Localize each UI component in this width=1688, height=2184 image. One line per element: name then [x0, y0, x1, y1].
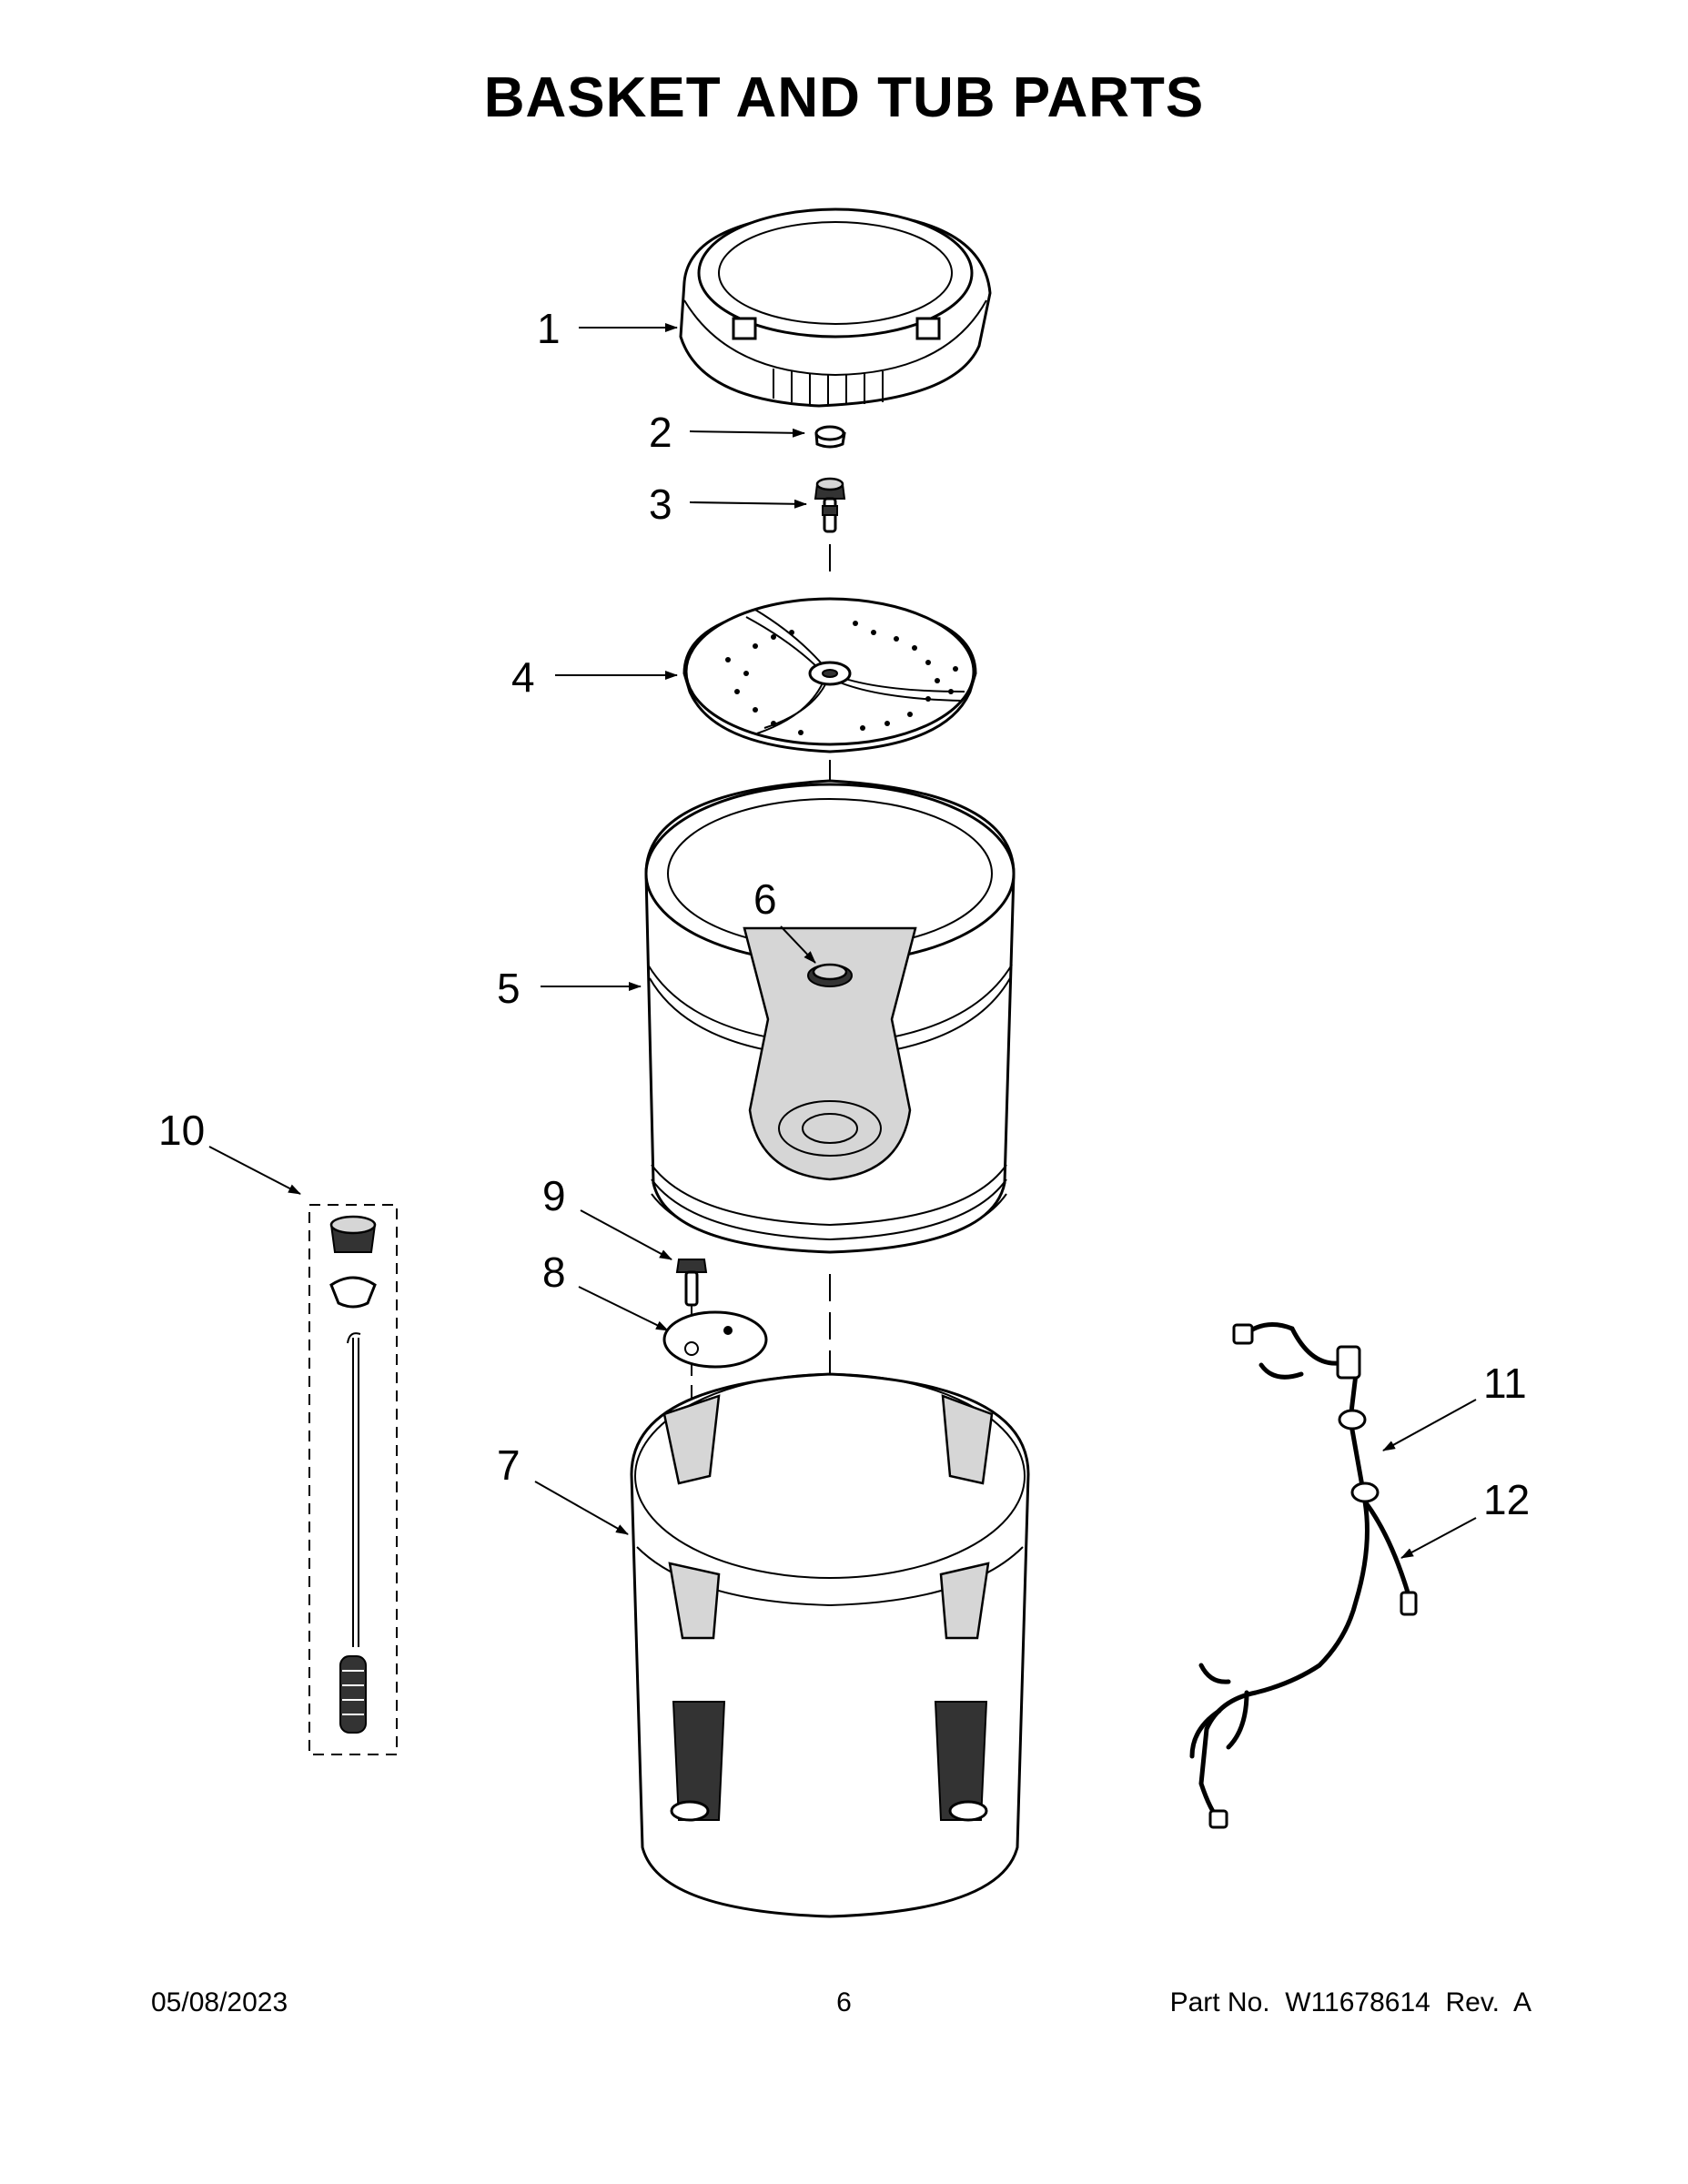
svg-text:4: 4	[511, 653, 535, 701]
callout-7: 7	[497, 1441, 629, 1535]
svg-text:8: 8	[542, 1249, 566, 1296]
svg-text:1: 1	[537, 305, 561, 352]
cover-plate	[662, 1310, 768, 1369]
cap	[814, 425, 846, 449]
balance-ring	[679, 207, 992, 408]
basket	[644, 779, 1016, 1254]
harness-connectors	[1208, 1323, 1418, 1829]
impeller	[682, 597, 977, 753]
nut	[807, 963, 853, 987]
svg-text:10: 10	[158, 1107, 205, 1154]
callout-12: 12	[1400, 1476, 1530, 1559]
callout-10: 10	[158, 1107, 301, 1195]
callout-4: 4	[511, 653, 678, 701]
footer-date: 05/08/2023	[151, 1987, 288, 2017]
svg-text:9: 9	[542, 1172, 566, 1219]
wire-harness	[1189, 1322, 1413, 1823]
svg-text:5: 5	[497, 965, 521, 1012]
callout-9: 9	[542, 1172, 672, 1260]
svg-text:12: 12	[1483, 1476, 1530, 1523]
drain-filter-assembly	[329, 1215, 377, 1734]
callout-11: 11	[1382, 1360, 1527, 1451]
callout-2: 2	[649, 409, 805, 456]
screw	[675, 1259, 708, 1307]
bolt	[814, 477, 846, 533]
svg-text:7: 7	[497, 1441, 521, 1489]
tub	[630, 1372, 1030, 1918]
svg-text:6: 6	[753, 875, 777, 923]
callout-1: 1	[537, 305, 678, 352]
callout-6: 6	[753, 875, 816, 964]
page-title: BASKET AND TUB PARTS	[483, 66, 1205, 129]
footer-part-number: Part No. W11678614 Rev. A	[1169, 1987, 1531, 2017]
callout-3: 3	[649, 480, 807, 528]
svg-text:11: 11	[1483, 1360, 1527, 1407]
footer-page-number: 6	[836, 1987, 852, 2017]
svg-text:2: 2	[649, 409, 672, 456]
assembly-dashed-box	[308, 1204, 398, 1755]
callout-8: 8	[542, 1249, 669, 1331]
svg-text:3: 3	[649, 480, 672, 528]
callout-5: 5	[497, 965, 642, 1012]
